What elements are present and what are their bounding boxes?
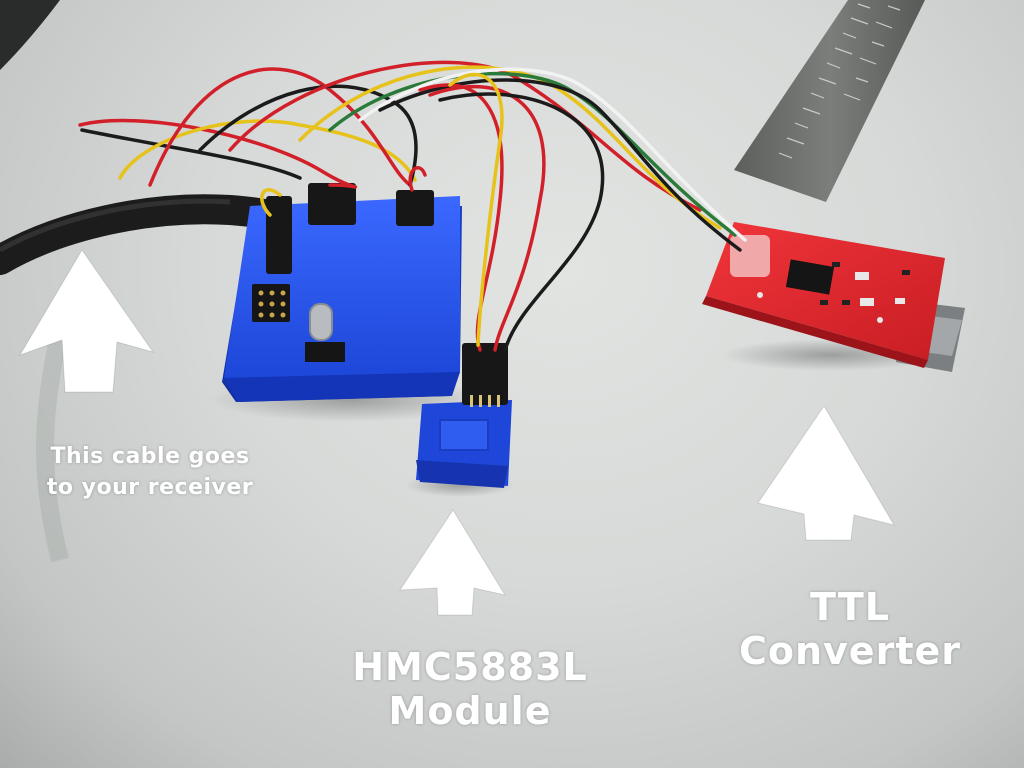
- cable-caption: This cable goes to your receiver: [10, 441, 290, 503]
- cable-caption-line-1: This cable goes: [50, 444, 250, 469]
- up-arrow-icon: [757, 405, 896, 541]
- ttl-caption: TTL Converter: [690, 585, 1010, 673]
- jumper-wires: [78, 60, 747, 352]
- up-arrow-icon: [18, 249, 155, 393]
- hmc5883l-module: [416, 343, 512, 488]
- hmc-caption: HMC5883L Module: [300, 645, 640, 733]
- ttl-caption-line-2: Converter: [738, 629, 961, 673]
- steel-ruler: [734, 0, 925, 202]
- hmc-caption-line-1: HMC5883L: [352, 645, 588, 689]
- blue-3d-printed-enclosure: [222, 183, 462, 402]
- background-shadow-corner: [0, 0, 60, 70]
- hmc-caption-line-2: Module: [388, 689, 552, 733]
- ttl-converter-board: [702, 222, 965, 372]
- ttl-caption-line-1: TTL: [810, 585, 890, 629]
- cable-caption-line-2: to your receiver: [46, 475, 254, 500]
- up-arrow-icon: [399, 509, 507, 616]
